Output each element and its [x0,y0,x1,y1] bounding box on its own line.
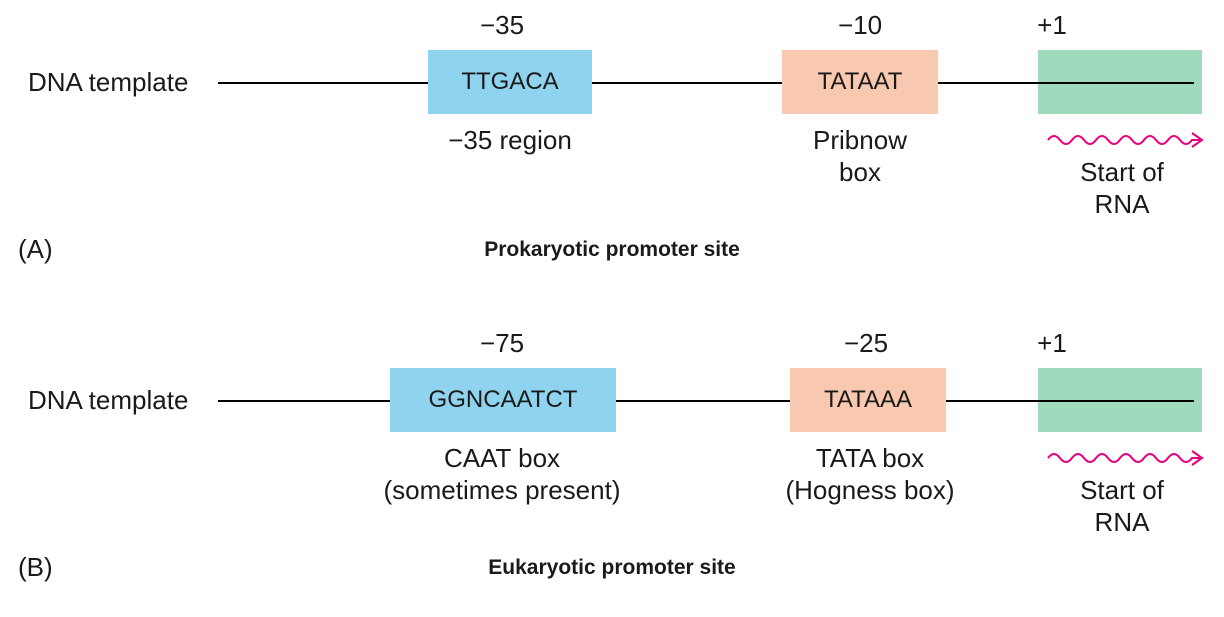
position-plus-1: +1 [1037,328,1067,358]
pribnow-box: TATAAT [782,50,938,114]
dna-template-label: DNA template [28,385,189,415]
minus-35-region-box: TTGACA [428,50,592,114]
sequence-tataaa: TATAAA [817,386,918,414]
dna-strand-line-start [1038,400,1194,402]
eukaryotic-promoter-panel: −75 −25 +1 DNA template GGNCAATCT TATAAA… [0,318,1224,617]
caat-box-label: CAAT box (sometimes present) [383,443,621,505]
pribnow-box-label: Pribnow box [813,125,907,187]
minus-35-region-label: −35 region [448,125,572,155]
dna-strand-line-start [1038,82,1194,84]
prokaryotic-title: Prokaryotic promoter site [484,238,740,261]
prokaryotic-promoter-panel: −35 −10 +1 DNA template TTGACA TATAAT −3… [0,0,1224,299]
eukaryotic-title: Eukaryotic promoter site [488,556,736,579]
sequence-ttgaca: TTGACA [455,68,565,96]
position-minus-75: −75 [479,328,525,358]
dna-strand-line [218,82,1194,84]
tata-box-label: TATA box (Hogness box) [785,443,955,505]
sequence-ggncaatct: GGNCAATCT [422,386,584,414]
position-minus-25: −25 [843,328,889,358]
tata-box: TATAAA [790,368,946,432]
rna-wavy-arrow-icon [1047,450,1204,466]
start-of-rna-label: Start of RNA [1080,157,1164,219]
position-minus-10: −10 [837,10,883,40]
dna-strand-line [218,400,1194,402]
panel-tag-a: (A) [18,234,53,264]
position-minus-35: −35 [479,10,525,40]
caat-box: GGNCAATCT [390,368,616,432]
rna-wavy-arrow-icon [1047,132,1204,148]
position-plus-1: +1 [1037,10,1067,40]
dna-template-label: DNA template [28,67,189,97]
sequence-tataat: TATAAT [811,68,909,96]
panel-tag-b: (B) [18,552,53,582]
start-of-rna-label: Start of RNA [1080,475,1164,537]
